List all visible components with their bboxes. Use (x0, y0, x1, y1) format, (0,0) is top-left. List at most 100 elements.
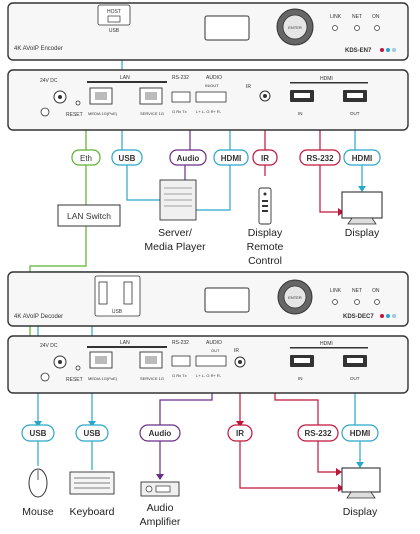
encoder-rs232-label: RS-232 (172, 75, 189, 81)
decoder-hdmi-in-label: IN (298, 376, 303, 381)
decoder-led-on-dot (374, 299, 380, 305)
decoder-hdmi-out-label: OUT (350, 376, 360, 381)
tag-eth: Eth (80, 154, 92, 163)
decoder-reset-label: RESET (66, 377, 83, 383)
encoder-reset-label: RESET (66, 112, 83, 118)
encoder-led-net: NET (352, 14, 362, 20)
tag-hdmi-out: HDMI (352, 154, 372, 163)
tag-rs232-bottom: RS-232 (304, 429, 332, 438)
decoder-audio-pins: L+ L- G R+ R- (196, 373, 222, 378)
mouse-label: Mouse (22, 506, 54, 518)
decoder-lan-label: LAN (120, 340, 130, 346)
bottom-tags: USB USB Audio IR RS-232 HDMI (21, 424, 379, 442)
decoder-led-link-dot (332, 299, 338, 305)
encoder-audio-terminal (195, 91, 227, 103)
amplifier-label-2: Amplifier (140, 516, 181, 528)
amplifier-label-1: Audio (147, 502, 174, 514)
server-device: Server/ Media Player (144, 179, 206, 253)
decoder-usb-label: USB (112, 309, 123, 315)
encoder-audio-pins: L+ L- G R+ R- (196, 109, 222, 114)
tag-usb-mouse-box (21, 424, 55, 442)
remote-label-2: Remote (247, 241, 284, 253)
tag-ir-bottom: IR (236, 429, 244, 438)
lan-switch: LAN Switch (57, 204, 121, 227)
mouse-icon (28, 468, 48, 498)
encoder-rs232-pins: G Rx Tx (172, 109, 187, 114)
decoder-power-label: 24V DC (40, 343, 58, 349)
tag-usb-keyboard-box (75, 424, 109, 442)
arrow-hdmi-out-top (358, 186, 366, 192)
encoder-brand-dot-1 (380, 48, 384, 52)
decoder-brand-dot-2 (386, 314, 390, 318)
arrow-rs232-top (338, 208, 344, 216)
encoder-hdmi-out-label: OUT (350, 111, 360, 116)
tag-hdmi-in-box (213, 149, 249, 166)
encoder-rs232-terminal (171, 91, 191, 103)
decoder-hdmi-label: HDMI (320, 341, 333, 347)
decoder-ground-icon (40, 372, 50, 382)
encoder-enter-label: ENTER (288, 25, 302, 30)
encoder-audio-label: AUDIO (206, 75, 222, 81)
encoder-lan-label: LAN (120, 75, 130, 81)
tag-audio-bottom: Audio (149, 429, 172, 438)
tag-rs232-bottom-box (297, 424, 339, 442)
encoder-audio-sub: IN/OUT (205, 83, 219, 88)
decoder-front-panel: USB 4K AVoIP Decoder ENTER LINK NET ON K… (7, 271, 409, 327)
arrow-ir-display-bottom (338, 484, 344, 492)
encoder-name: 4K AVoIP Encoder (14, 46, 63, 52)
decoder-ir-label: IR (234, 348, 239, 354)
decoder-usb-port-2 (123, 281, 133, 305)
decoder-reset-button (75, 365, 81, 371)
decoder-rs232-pins: G Rx Tx (172, 373, 187, 378)
tag-usb-mouse: USB (30, 429, 47, 438)
encoder-ground-icon (40, 107, 50, 117)
tag-rs232: RS-232 (306, 154, 334, 163)
encoder-led-on-dot (374, 25, 380, 31)
decoder-rear-panel: 24V DC RESET LAN MEDIA 1G(PoE) SERVICE 1… (7, 335, 409, 394)
encoder-hdmi-in-label: IN (298, 111, 303, 116)
decoder-led-net: NET (352, 288, 362, 294)
arrow-audio-bottom (156, 474, 164, 480)
tag-hdmi-out-box (343, 149, 381, 166)
decoder-rs232-label: RS-232 (172, 340, 189, 346)
encoder-rear-panel: 24V DC RESET LAN MEDIA 1G(PoE) SERVICE 1… (7, 69, 409, 131)
remote-device: Display Remote Control (247, 187, 284, 267)
encoder-lan-media-label: MEDIA 1G(PoE) (88, 111, 118, 116)
usb-host-port (107, 15, 121, 23)
arrow-hdmi-bottom (356, 462, 364, 468)
decoder-audio-sub: OUT (211, 348, 220, 353)
tag-audio-bottom-box (139, 424, 181, 442)
tag-ir-box (252, 149, 278, 166)
bottom-display-label: Display (343, 506, 378, 518)
decoder-lan-media-label: MEDIA 1G(PoE) (88, 376, 118, 381)
server-label-2: Media Player (144, 241, 206, 253)
encoder-led-link: LINK (330, 14, 342, 20)
top-display-icon (341, 191, 383, 219)
decoder-lan-service-label: SERVICE 1G (140, 376, 164, 381)
decoder-usb-port-1 (98, 281, 108, 305)
decoder-name: 4K AVoIP Decoder (14, 314, 63, 320)
keyboard-device: Keyboard (70, 471, 115, 518)
tag-audio: Audio (177, 154, 200, 163)
tag-ir-bottom-box (227, 424, 253, 442)
tag-usb-box (111, 149, 143, 166)
cable-hdmi-in-server (195, 165, 231, 211)
keyboard-label: Keyboard (70, 506, 115, 518)
tag-rs232-box (299, 149, 341, 166)
lan-switch-label: LAN Switch (67, 211, 111, 221)
tag-eth-box (71, 149, 101, 166)
usb-host-label: USB (109, 28, 120, 34)
encoder-power-label: 24V DC (40, 78, 58, 84)
encoder-ir-label: IR (246, 84, 251, 90)
top-display-label: Display (345, 227, 380, 239)
top-display-device: Display (341, 191, 383, 239)
bottom-display-device: Display (341, 467, 381, 518)
decoder-led-on: ON (372, 288, 380, 294)
decoder-model: KDS-DEC7 (343, 314, 374, 320)
encoder-display (204, 15, 250, 41)
encoder-brand-dot-3 (392, 48, 396, 52)
top-tags: Eth USB Audio HDMI IR RS-232 HDMI (71, 149, 381, 166)
tag-hdmi-in: HDMI (221, 154, 241, 163)
decoder-led-net-dot (354, 299, 360, 305)
